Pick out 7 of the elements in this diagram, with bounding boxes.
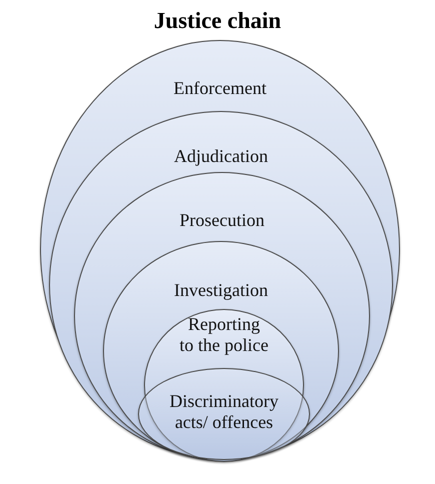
diagram-title: Justice chain: [152, 8, 282, 34]
circle-label: Discriminatory acts/ offences: [168, 391, 280, 433]
circle-label: Prosecution: [180, 210, 264, 231]
circle-label: Reporting to the police: [179, 314, 269, 356]
circle-label: Adjudication: [174, 146, 268, 167]
circle-label: Investigation: [174, 280, 268, 301]
circle-label: Enforcement: [174, 78, 266, 99]
